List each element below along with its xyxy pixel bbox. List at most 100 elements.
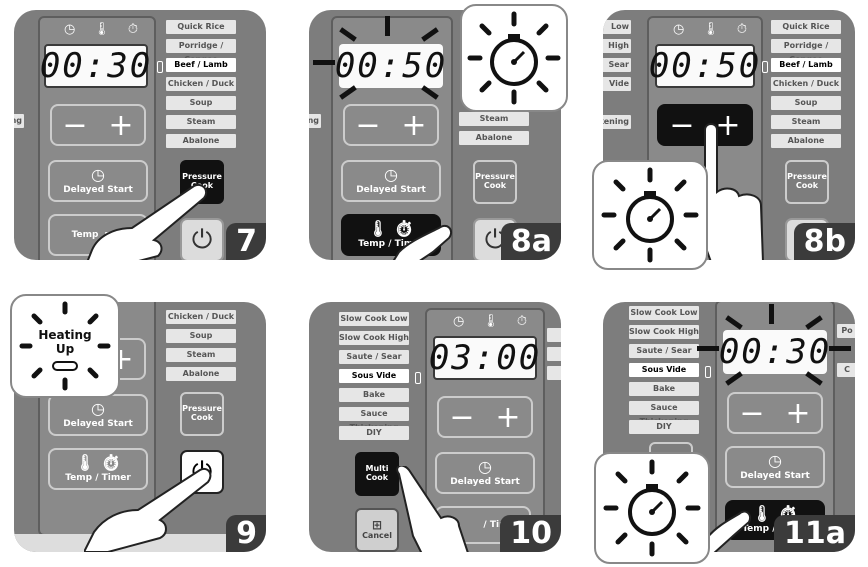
heating-rays-icon xyxy=(19,301,111,391)
menu-item-quick-rice[interactable]: Quick Rice xyxy=(166,20,236,34)
pointing-hand-icon xyxy=(86,184,208,260)
adjust-buttons: −+ xyxy=(727,392,823,434)
menu-item-porridge-congee[interactable]: Porridge / Congee xyxy=(771,39,841,64)
menu-item-soup[interactable]: Soup xyxy=(166,329,236,343)
menu-item-abalone[interactable]: Abalone xyxy=(459,131,529,145)
minus-button[interactable]: − xyxy=(62,107,88,143)
plus-button[interactable]: + xyxy=(785,395,811,431)
menu-item-abalone[interactable]: Abalone xyxy=(166,367,236,381)
plus-button[interactable]: + xyxy=(495,399,521,435)
menu-item-sauce-thickening[interactable]: Sauce Thickening xyxy=(629,401,699,426)
delayed-start-button[interactable]: ◷ Delayed Start xyxy=(725,446,825,488)
indicator-light xyxy=(157,61,163,73)
adjust-buttons: −+ xyxy=(437,396,533,438)
indicator-light xyxy=(762,61,768,73)
menu-item-slow-cook-low[interactable]: Slow Cook Low xyxy=(629,306,699,320)
menu-item-steam[interactable]: Steam xyxy=(771,115,841,129)
thermometer-stopwatch-icon: 🌡 ⏱ xyxy=(74,453,122,472)
pressure-cook-button[interactable]: Pressure Cook xyxy=(785,160,829,204)
mode-icons: ◷🌡⏱ xyxy=(453,314,527,329)
delayed-start-button[interactable]: ◷ Delayed Start xyxy=(435,452,535,494)
heating-up-label: Heating Up xyxy=(38,328,92,356)
delayed-start-button[interactable]: ◷ Delayed Start xyxy=(48,160,148,202)
delayed-start-button[interactable]: ◷ Delayed Start xyxy=(341,160,441,202)
step-number: 11a xyxy=(774,515,855,552)
minus-button[interactable]: − xyxy=(669,107,695,143)
menu-item-slow-cook-low[interactable]: Slow Cook Low xyxy=(339,312,409,326)
delayed-start-label: Delayed Start xyxy=(356,185,426,195)
cancel-button[interactable]: ⊞ Cancel xyxy=(355,508,399,552)
menu-item-saute-sear[interactable]: Saute / Sear xyxy=(339,350,409,364)
menu-item-saute-sear[interactable]: Sear xyxy=(603,58,631,72)
menu-item-saute-sear[interactable]: Saute / Sear xyxy=(629,344,699,358)
power-icon: ⏻ xyxy=(191,224,213,255)
clock-icon: ◷ xyxy=(453,314,465,329)
menu-item-beef-lamb[interactable]: Beef / Lamb xyxy=(771,58,841,72)
edge-tab xyxy=(547,328,561,342)
temp-label: Temp xyxy=(742,524,770,534)
temp-label: Temp xyxy=(65,473,93,483)
menu-item-slow-cook-low[interactable]: Low xyxy=(603,20,631,34)
menu-item-steam[interactable]: Steam xyxy=(166,115,236,129)
menu-item-slow-cook-high[interactable]: Slow Cook High xyxy=(629,325,699,339)
menu-item-diy[interactable]: DIY xyxy=(339,426,409,440)
timer-callout xyxy=(460,4,568,112)
pressure-cook-button[interactable]: Pressure Cook xyxy=(180,392,224,436)
thermometer-icon: 🌡 xyxy=(93,22,110,37)
plus-button[interactable]: + xyxy=(401,107,427,143)
pressure-cook-button[interactable]: Pressure Cook xyxy=(473,160,517,204)
clock-icon: ◷ xyxy=(478,457,492,476)
clock-icon: ◷ xyxy=(91,165,105,184)
menu-item-chicken-duck[interactable]: Chicken / Duck xyxy=(166,310,236,324)
mode-icons: ◷🌡⏱ xyxy=(64,22,138,37)
menu-item-beef-lamb[interactable]: Beef / Lamb xyxy=(166,58,236,72)
menu-item-steam[interactable]: Steam xyxy=(166,348,236,362)
minus-button[interactable]: − xyxy=(739,395,765,431)
cancel-icon: ⊞ xyxy=(371,518,383,532)
slash-label: / xyxy=(772,524,775,534)
plus-button[interactable]: + xyxy=(715,107,741,143)
slash-label: / xyxy=(388,239,392,249)
menu-item-slow-cook-high[interactable]: High xyxy=(603,39,631,53)
menu-item-steam[interactable]: Steam xyxy=(459,112,529,126)
menu-item-soup[interactable]: Soup xyxy=(166,96,236,110)
menu-item-sous-vide[interactable]: Sous Vide xyxy=(629,363,699,377)
menu-item-slow-cook-high[interactable]: Slow Cook High xyxy=(339,331,409,345)
temp-label: Temp xyxy=(71,230,99,240)
delayed-start-label: Delayed Start xyxy=(450,477,520,487)
plus-button[interactable]: + xyxy=(108,107,134,143)
delayed-start-button[interactable]: ◷ Delayed Start xyxy=(48,394,148,436)
menu-item-chicken-duck[interactable]: Chicken / Duck xyxy=(166,77,236,91)
menu-item-sauce-thickening[interactable]: ckening xyxy=(603,115,631,129)
menu-item-abalone[interactable]: Abalone xyxy=(166,134,236,148)
clock-icon: ◷ xyxy=(64,22,76,37)
edge-tab: C xyxy=(837,363,855,377)
menu-item-diy[interactable]: DIY xyxy=(629,420,699,434)
delayed-start-label: Delayed Start xyxy=(63,419,133,429)
minus-button[interactable]: − xyxy=(355,107,381,143)
menu-item-bake[interactable]: Bake xyxy=(629,382,699,396)
temp-timer-button[interactable]: 🌡 ⏱ Temp / Timer xyxy=(48,448,148,490)
power-icon: ⏻ xyxy=(484,224,506,255)
time-display: 00:50 xyxy=(334,44,448,88)
menu-item-chicken-duck[interactable]: Chicken / Duck xyxy=(771,77,841,91)
delayed-start-label: Delayed Start xyxy=(63,185,133,195)
menu-item-sauce-thickening[interactable]: Sauce Thickening xyxy=(339,407,409,432)
menu-item-sous-vide[interactable]: Sous Vide xyxy=(339,369,409,383)
adjust-buttons: −+ xyxy=(50,104,146,146)
adjust-buttons: −+ xyxy=(343,104,439,146)
menu-item-sous-vide[interactable]: Vide xyxy=(603,77,631,91)
menu-item-bake[interactable]: Bake xyxy=(339,388,409,402)
menu-item-porridge-congee[interactable]: Porridge / Congee xyxy=(166,39,236,64)
thermometer-stopwatch-icon: 🌡 ⏱ xyxy=(367,219,415,238)
menu-partial-label: king xyxy=(14,114,24,128)
menu-item-abalone[interactable]: Abalone xyxy=(771,134,841,148)
menu-item-quick-rice[interactable]: Quick Rice xyxy=(771,20,841,34)
timer-callout xyxy=(594,452,710,564)
menu-item-soup[interactable]: Soup xyxy=(771,96,841,110)
minus-button[interactable]: − xyxy=(449,399,475,435)
power-button[interactable]: ⏻ xyxy=(180,218,224,260)
temp-label: Temp xyxy=(358,239,386,249)
step-number: 8b xyxy=(793,223,855,260)
step-number: 9 xyxy=(226,515,266,552)
